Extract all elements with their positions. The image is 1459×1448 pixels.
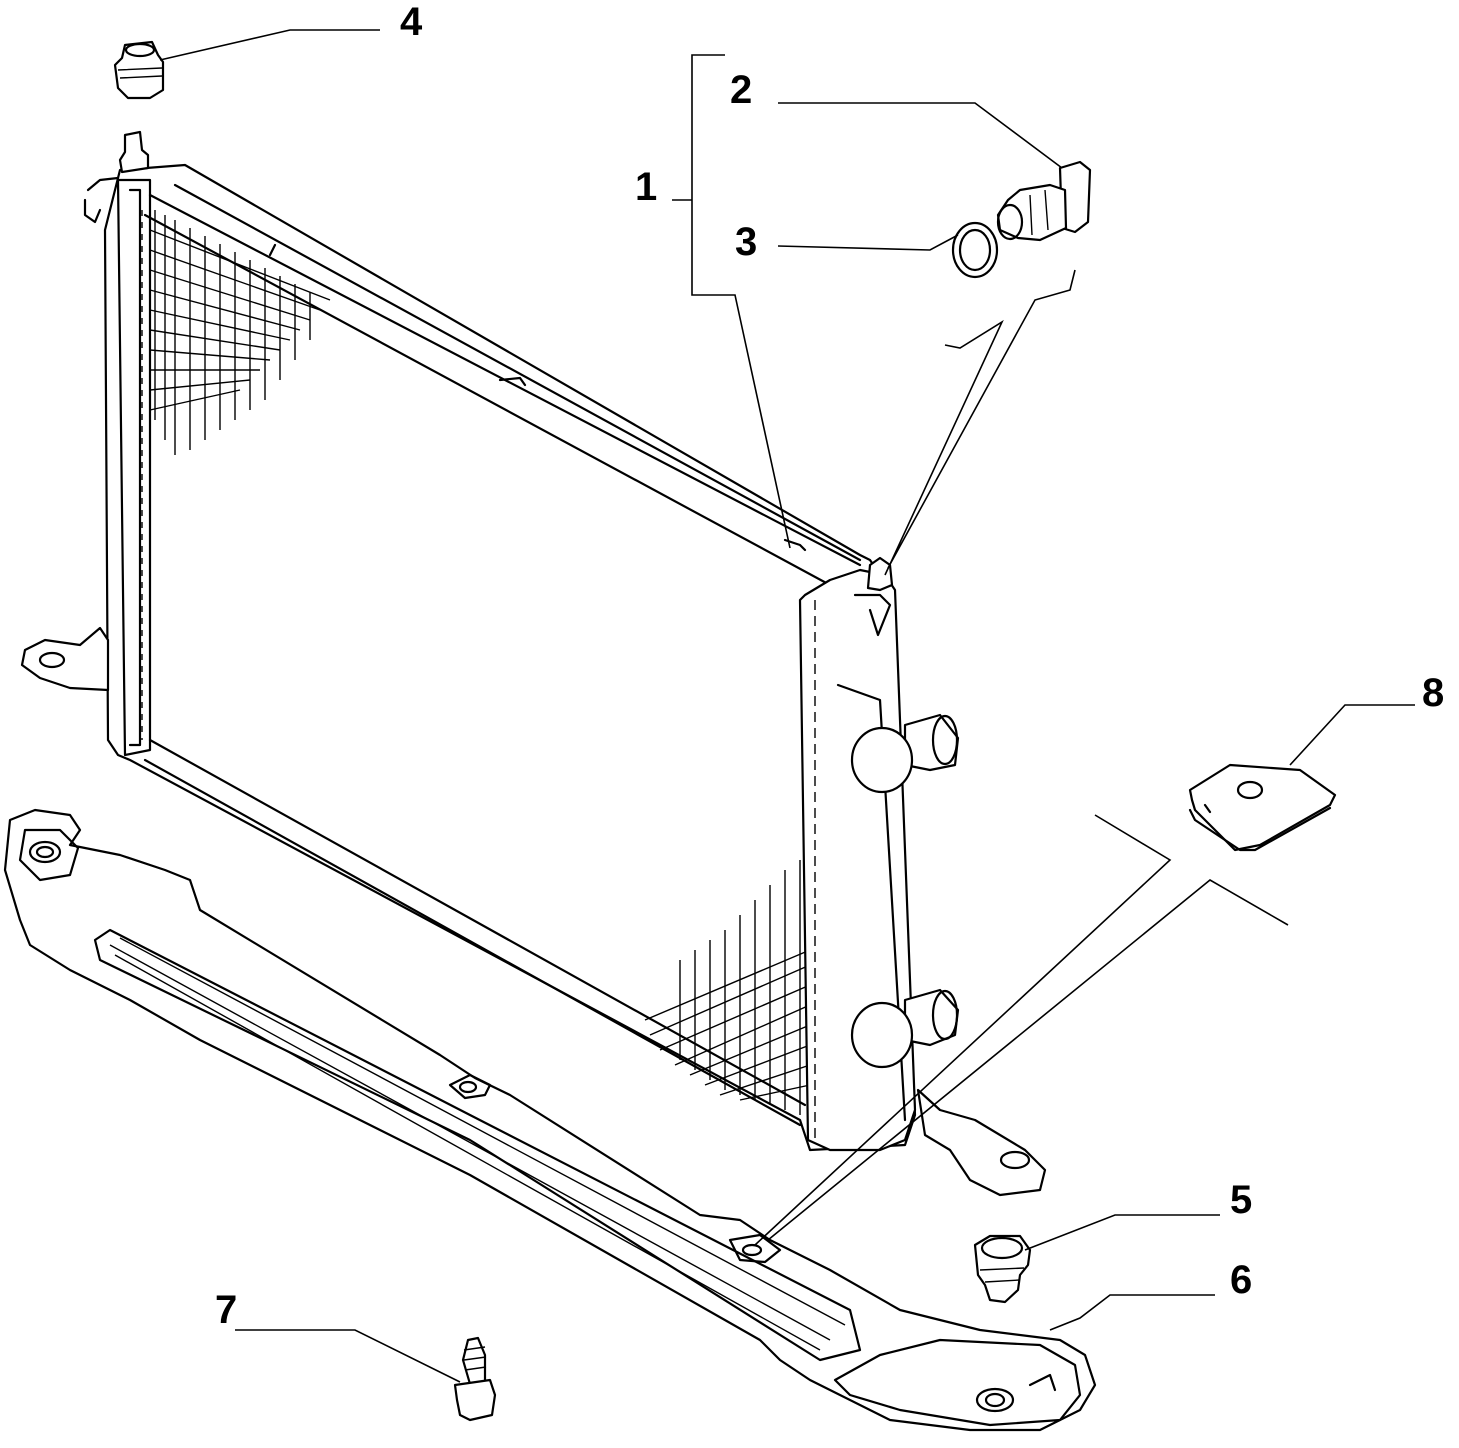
callout-8: 8 xyxy=(1422,671,1444,715)
crossmember xyxy=(3,808,1097,1432)
part-5-grommet xyxy=(973,1234,1032,1304)
callout-labels: 4 2 1 3 8 5 6 7 xyxy=(215,0,1444,1332)
callout-3: 3 xyxy=(735,220,757,264)
part-8-clip-nut xyxy=(1188,763,1337,852)
callout-6: 6 xyxy=(1230,1258,1252,1302)
fin-hatch-lower xyxy=(644,860,811,1115)
radiator xyxy=(20,130,1047,1197)
part-7-screw xyxy=(453,1336,497,1422)
fin-hatch-upper xyxy=(149,210,331,455)
callout-7: 7 xyxy=(215,1288,237,1332)
callout-1: 1 xyxy=(635,165,657,209)
callout-4: 4 xyxy=(400,0,423,44)
callout-2: 2 xyxy=(730,68,752,112)
part-4-grommet xyxy=(113,40,165,100)
part-3-o-ring xyxy=(951,221,999,279)
part-2-drain-plug xyxy=(996,160,1092,242)
leader-lines xyxy=(159,29,1415,1383)
callout-5: 5 xyxy=(1230,1178,1252,1222)
